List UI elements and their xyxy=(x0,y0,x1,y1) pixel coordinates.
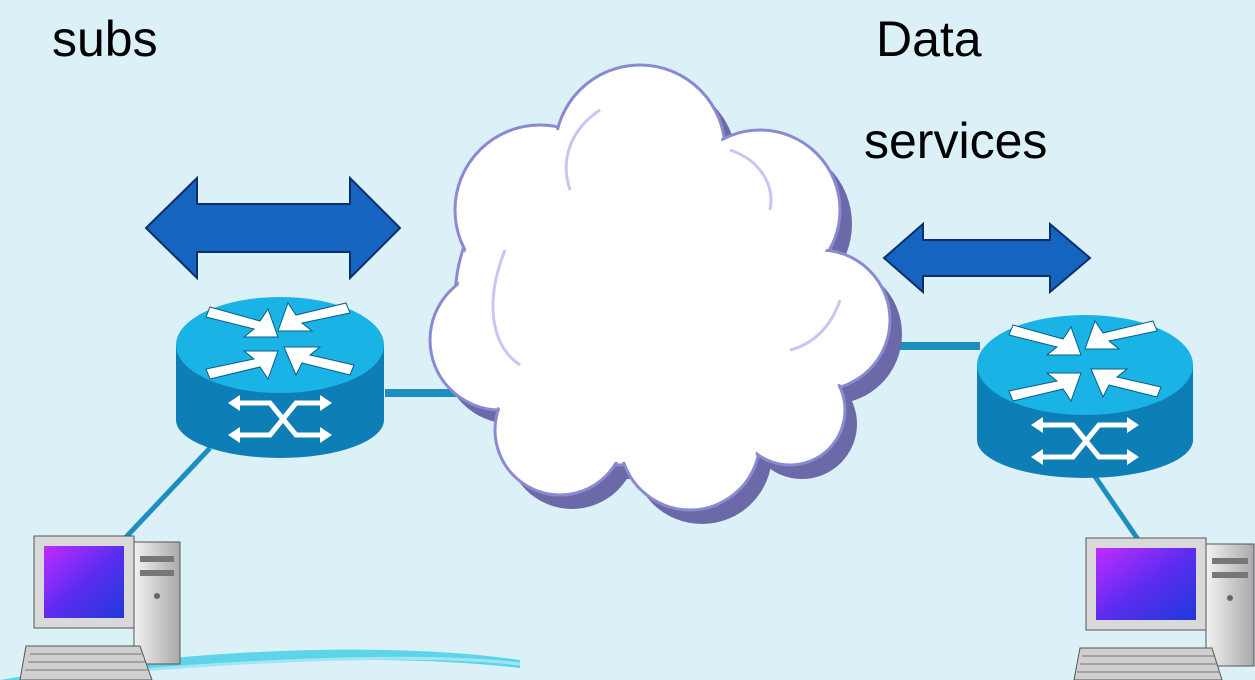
desktop-computer-icon xyxy=(19,535,181,680)
double-arrow-icon xyxy=(882,221,1092,295)
network-cloud-icon xyxy=(428,63,902,524)
link-left-router-computer xyxy=(110,446,212,554)
double-arrow-icon xyxy=(144,175,402,281)
label-services: services xyxy=(864,113,1048,169)
label-subs: subs xyxy=(52,11,158,67)
router-icon xyxy=(977,315,1193,478)
desktop-computer-icon xyxy=(1073,537,1255,680)
label-data: Data xyxy=(876,11,982,67)
router-icon xyxy=(176,297,384,458)
